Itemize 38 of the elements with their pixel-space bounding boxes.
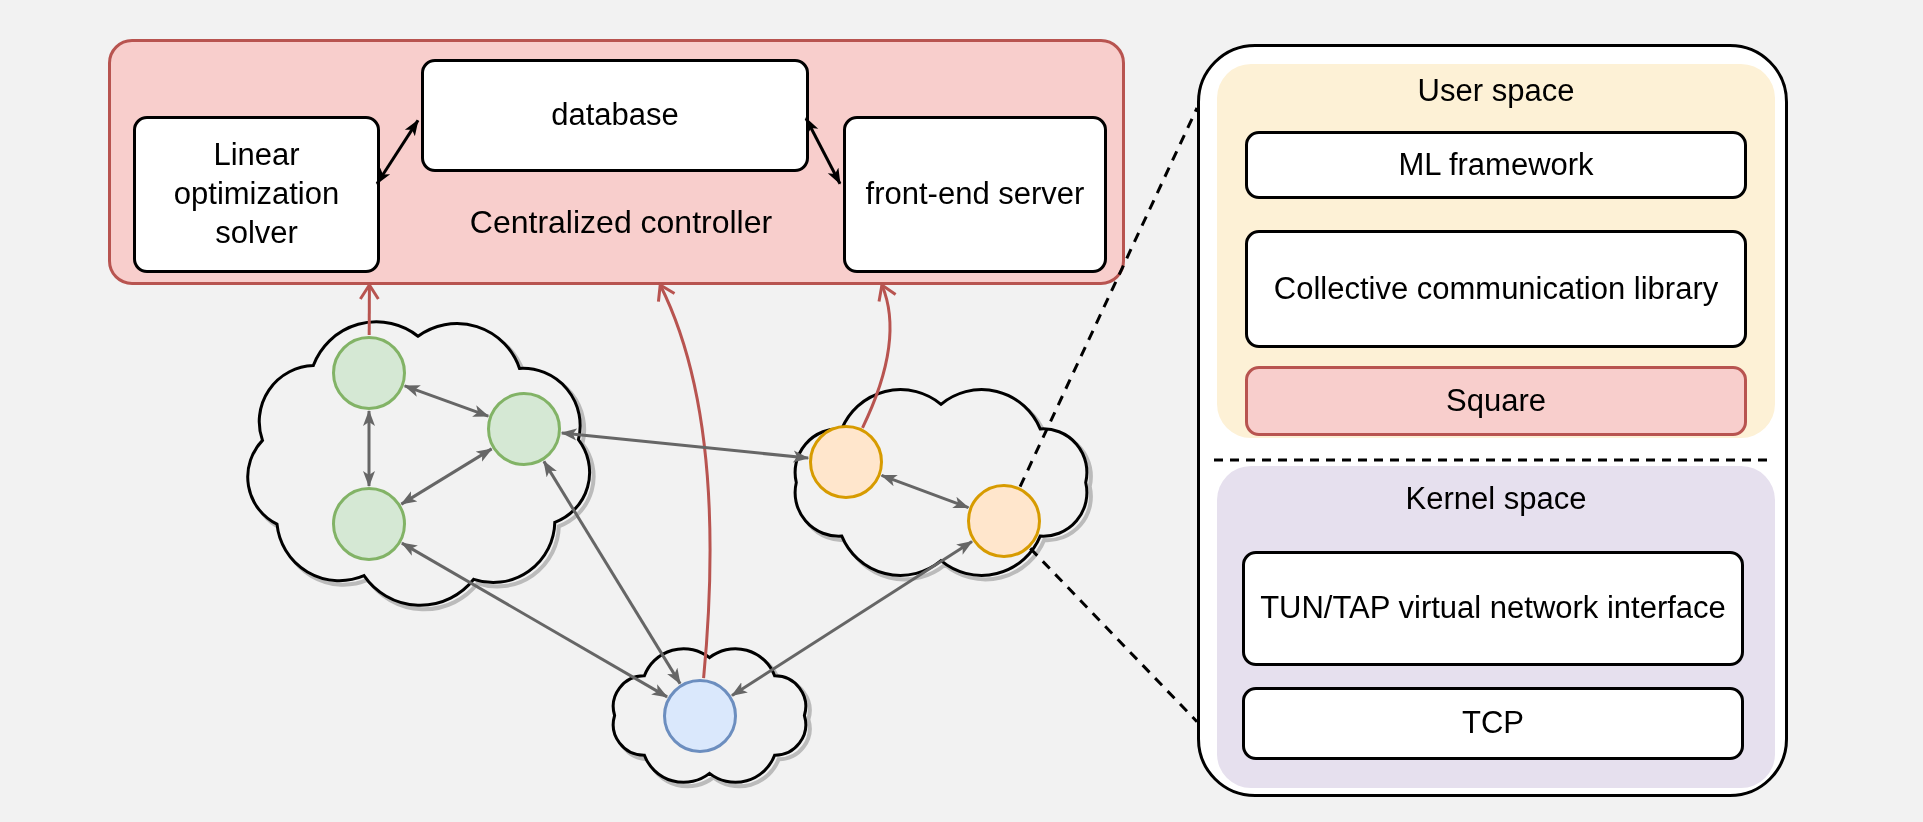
process-box [421, 59, 809, 172]
band-title: User space [1416, 72, 1576, 110]
box-label: front-end server [864, 175, 1086, 214]
process-box [133, 116, 380, 273]
arrow [363, 410, 375, 487]
box-label: ML framework [1397, 145, 1595, 184]
arrow [403, 384, 490, 418]
box-label: Square [1445, 381, 1547, 420]
band-title: Kernel space [1404, 480, 1588, 518]
arrow [861, 283, 897, 429]
layer-band [1217, 64, 1775, 438]
arrow [375, 119, 420, 185]
process-box [1242, 551, 1744, 666]
arrow [542, 460, 682, 685]
box-label: TUN/TAP virtual network interface [1259, 589, 1727, 628]
box-label: TCP [1461, 704, 1525, 743]
arrow [804, 117, 842, 185]
controller-panel [108, 39, 1125, 285]
process-box [1245, 366, 1747, 436]
zoom-panel [1197, 44, 1788, 797]
arrow [656, 283, 712, 679]
process-box [1245, 131, 1747, 199]
arrow [401, 541, 668, 699]
box-label: Collective communication library [1272, 269, 1720, 308]
box-label: Linear optimization solver [172, 136, 341, 252]
arrow [560, 428, 810, 463]
process-box [1245, 230, 1747, 348]
process-box [1242, 687, 1744, 760]
layer-band [1217, 466, 1775, 788]
connector-line [1018, 107, 1199, 488]
box-label: database [550, 96, 680, 135]
arrow [400, 447, 493, 506]
arrow [880, 473, 970, 510]
panel-title: Centralized controller [468, 203, 774, 242]
arrow [358, 283, 380, 335]
connector-line [1029, 547, 1199, 723]
process-box [843, 116, 1107, 273]
arrow [731, 540, 973, 697]
